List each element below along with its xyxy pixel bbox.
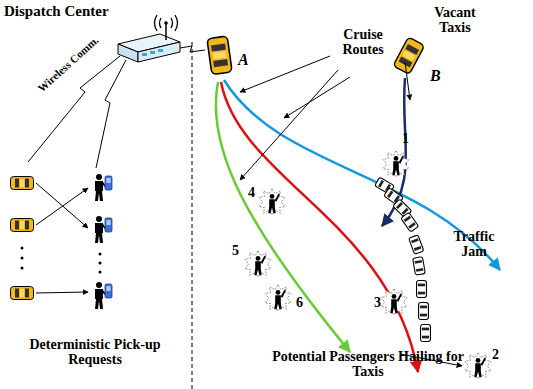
group-label: Vacant Taxis [420, 6, 490, 35]
callout-number: 2 [492, 348, 499, 363]
group-label: Cruise Routes [328, 28, 398, 57]
taxi-letter: B [430, 68, 441, 85]
group-label: Traffic Jam [444, 230, 504, 259]
callout-number: 1 [402, 132, 409, 147]
callout-number: 4 [248, 186, 255, 201]
taxi-letter: A [238, 52, 249, 69]
link-label: Wireless Comm. [36, 34, 101, 94]
caption-label: Deterministic Pick-up Requests [20, 338, 170, 367]
callout-number: 5 [232, 244, 239, 259]
callout-number: 3 [374, 296, 381, 311]
caption-label: Potential Passengers Hailing for Taxis [258, 350, 478, 379]
callout-number: 6 [296, 296, 303, 311]
title-label: Dispatch Center [4, 4, 109, 20]
